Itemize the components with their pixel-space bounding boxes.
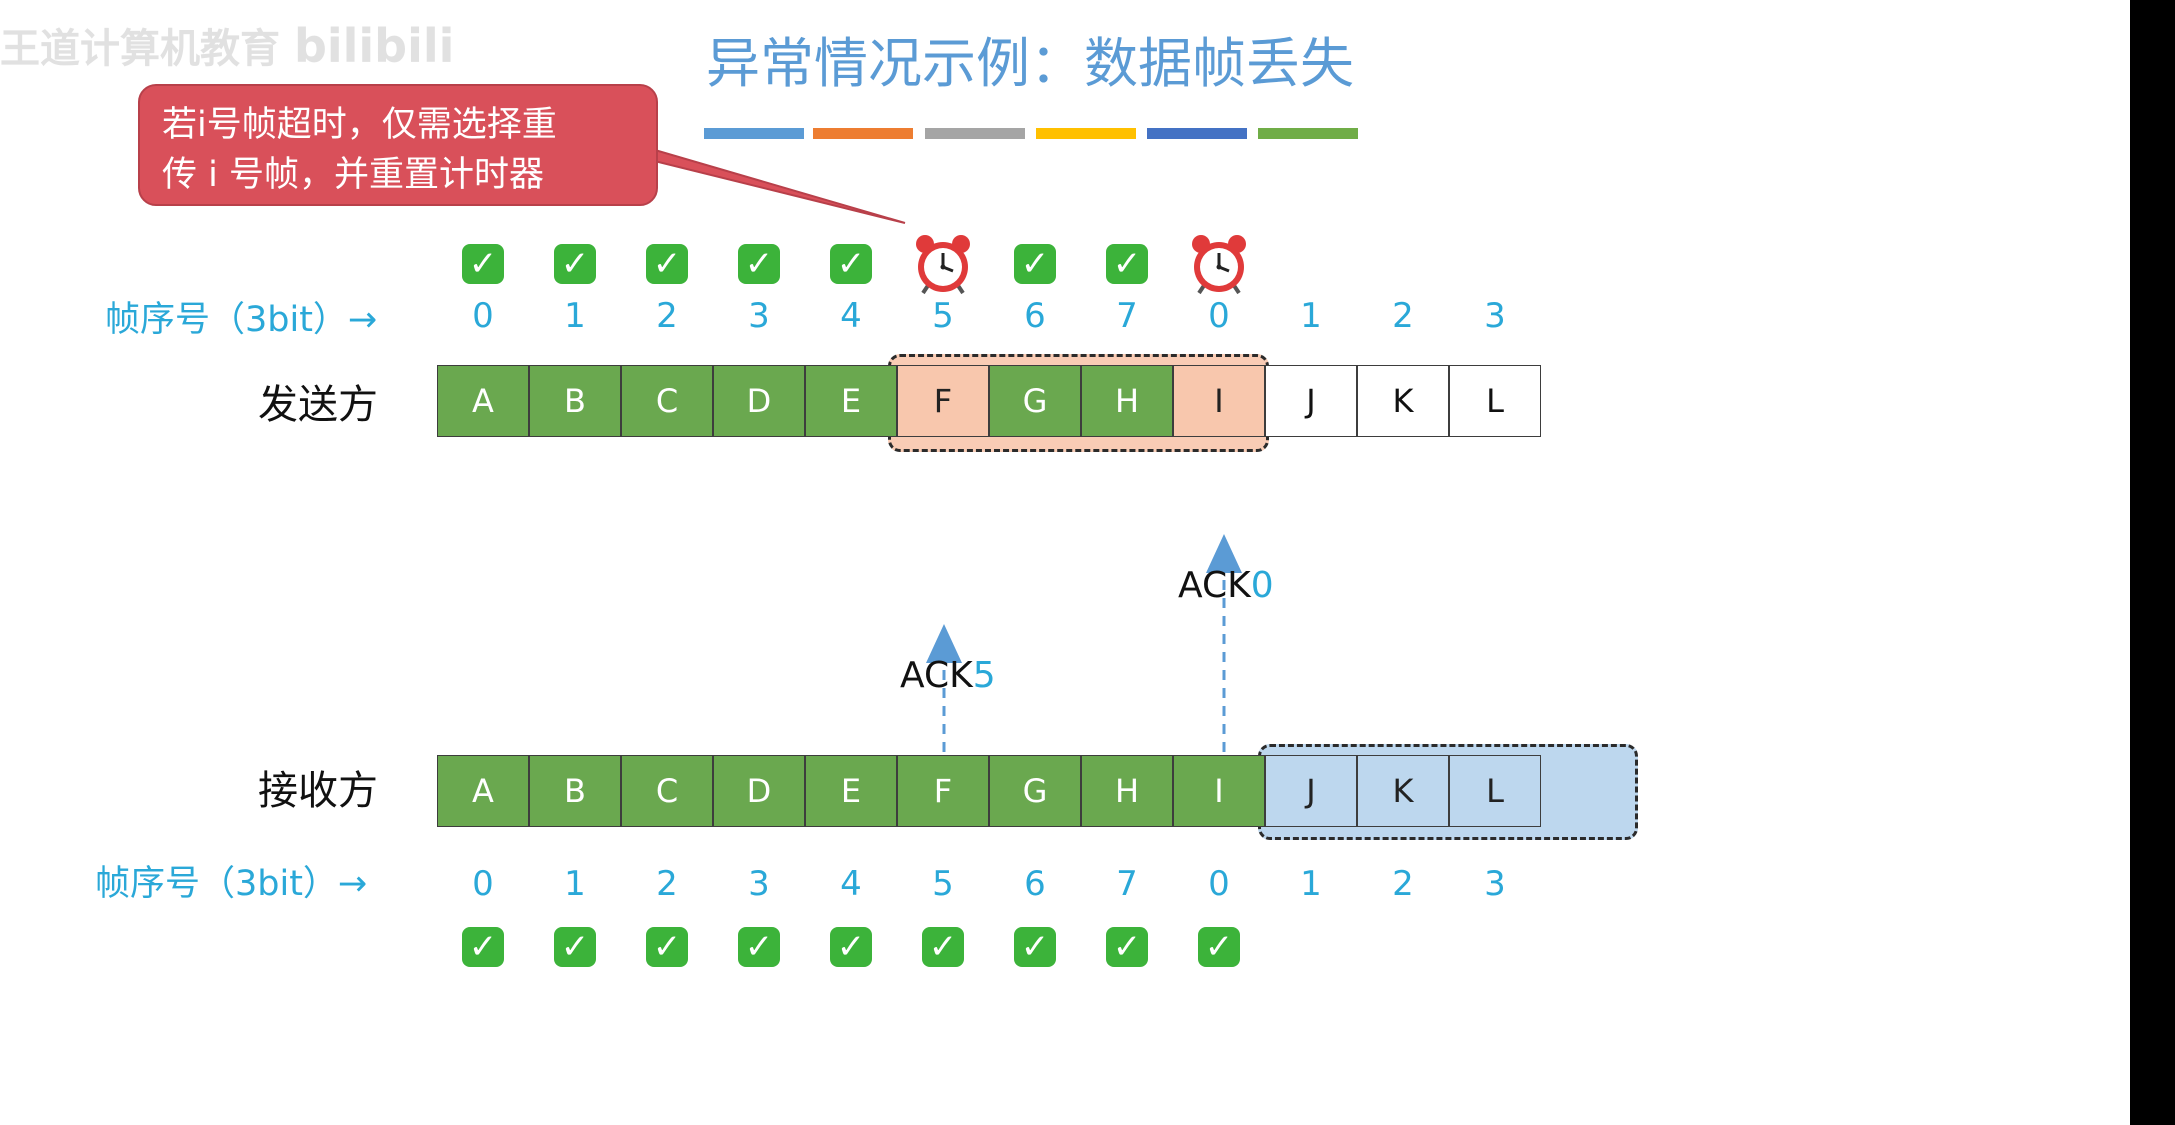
- receiver-frame-g: G: [989, 755, 1081, 827]
- receiver-frame-c: C: [621, 755, 713, 827]
- check-mark-icon: ✓: [554, 927, 596, 967]
- check-mark-icon: ✓: [1014, 927, 1056, 967]
- ack5-number: 5: [972, 655, 996, 696]
- alarm-clock-icon: [1192, 235, 1246, 295]
- sender-frame-c: C: [621, 365, 713, 437]
- receiver-seq-number: 2: [1392, 864, 1414, 904]
- check-mark-icon: ✓: [738, 244, 780, 284]
- check-mark-icon: ✓: [738, 927, 780, 967]
- receiver-frame-k: K: [1357, 755, 1449, 827]
- watermark: 王道计算机教育 bilibili: [0, 18, 470, 74]
- callout-line-1: 若i号帧超时，仅需选择重: [162, 105, 557, 145]
- check-mark-icon: ✓: [1014, 244, 1056, 284]
- receiver-seq-number: 3: [748, 864, 770, 904]
- receiver-frame-h: H: [1081, 755, 1173, 827]
- bilibili-logo: bilibili: [293, 19, 455, 73]
- ack5-prefix: ACK: [900, 655, 973, 696]
- receiver-seq-number: 1: [1300, 864, 1322, 904]
- check-mark-icon: ✓: [830, 927, 872, 967]
- ack0-number: 0: [1250, 565, 1274, 606]
- sender-frame-k: K: [1357, 365, 1449, 437]
- sender-frame-f: F: [897, 365, 989, 437]
- receiver-seq-number: 4: [840, 864, 862, 904]
- sender-seq-number: 1: [564, 296, 586, 336]
- check-mark-icon: ✓: [1106, 244, 1148, 284]
- alarm-clock-icon: [916, 235, 970, 295]
- receiver-seq-label: 帧序号（3bit）→: [95, 864, 368, 904]
- sender-seq-number: 6: [1024, 296, 1046, 336]
- ack0-label: ACK0: [1178, 564, 1274, 608]
- check-mark-icon: ✓: [1198, 927, 1240, 967]
- receiver-seq-number: 7: [1116, 864, 1138, 904]
- sender-frame-a: A: [437, 365, 529, 437]
- sender-frame-d: D: [713, 365, 805, 437]
- receiver-frame-a: A: [437, 755, 529, 827]
- sender-frame-i: I: [1173, 365, 1265, 437]
- sender-seq-label: 帧序号（3bit）→: [105, 300, 378, 340]
- sender-seq-number: 0: [1208, 296, 1230, 336]
- color-bar: [813, 128, 913, 139]
- receiver-frame-d: D: [713, 755, 805, 827]
- sender-seq-number: 7: [1116, 296, 1138, 336]
- receiver-frame-l: L: [1449, 755, 1541, 827]
- receiver-seq-number: 5: [932, 864, 954, 904]
- check-mark-icon: ✓: [922, 927, 964, 967]
- sender-frame-e: E: [805, 365, 897, 437]
- color-bar: [925, 128, 1025, 139]
- color-bar: [1258, 128, 1358, 139]
- sender-seq-number: 4: [840, 296, 862, 336]
- sender-seq-number: 1: [1300, 296, 1322, 336]
- receiver-label: 接收方: [258, 768, 378, 814]
- watermark-text: 王道计算机教育: [0, 26, 280, 72]
- sender-frame-h: H: [1081, 365, 1173, 437]
- color-bar: [704, 128, 804, 139]
- sender-frame-g: G: [989, 365, 1081, 437]
- receiver-frame-e: E: [805, 755, 897, 827]
- callout-line-2: 传 i 号帧，并重置计时器: [162, 155, 544, 195]
- color-bar: [1036, 128, 1136, 139]
- sender-seq-number: 5: [932, 296, 954, 336]
- color-bar: [1147, 128, 1247, 139]
- receiver-seq-number: 2: [656, 864, 678, 904]
- check-mark-icon: ✓: [462, 927, 504, 967]
- sender-seq-number: 2: [656, 296, 678, 336]
- screen-edge: [2130, 0, 2175, 1125]
- callout-bubble: 若i号帧超时，仅需选择重 传 i 号帧，并重置计时器: [138, 84, 658, 206]
- sender-frame-l: L: [1449, 365, 1541, 437]
- sender-label: 发送方: [258, 382, 378, 428]
- ack5-label: ACK5: [900, 654, 996, 698]
- sender-frame-j: J: [1265, 365, 1357, 437]
- receiver-seq-number: 0: [472, 864, 494, 904]
- check-mark-icon: ✓: [462, 244, 504, 284]
- sender-seq-number: 3: [748, 296, 770, 336]
- ack0-prefix: ACK: [1178, 565, 1251, 606]
- receiver-seq-number: 3: [1484, 864, 1506, 904]
- receiver-frame-j: J: [1265, 755, 1357, 827]
- check-mark-icon: ✓: [646, 927, 688, 967]
- slide-title: 异常情况示例：数据帧丢失: [706, 32, 1354, 95]
- check-mark-icon: ✓: [554, 244, 596, 284]
- check-mark-icon: ✓: [646, 244, 688, 284]
- receiver-frame-i: I: [1173, 755, 1265, 827]
- receiver-seq-number: 1: [564, 864, 586, 904]
- receiver-frame-f: F: [897, 755, 989, 827]
- check-mark-icon: ✓: [830, 244, 872, 284]
- sender-seq-number: 0: [472, 296, 494, 336]
- sender-seq-number: 3: [1484, 296, 1506, 336]
- sender-seq-number: 2: [1392, 296, 1414, 336]
- sender-frame-b: B: [529, 365, 621, 437]
- receiver-seq-number: 0: [1208, 864, 1230, 904]
- receiver-frame-b: B: [529, 755, 621, 827]
- check-mark-icon: ✓: [1106, 927, 1148, 967]
- receiver-seq-number: 6: [1024, 864, 1046, 904]
